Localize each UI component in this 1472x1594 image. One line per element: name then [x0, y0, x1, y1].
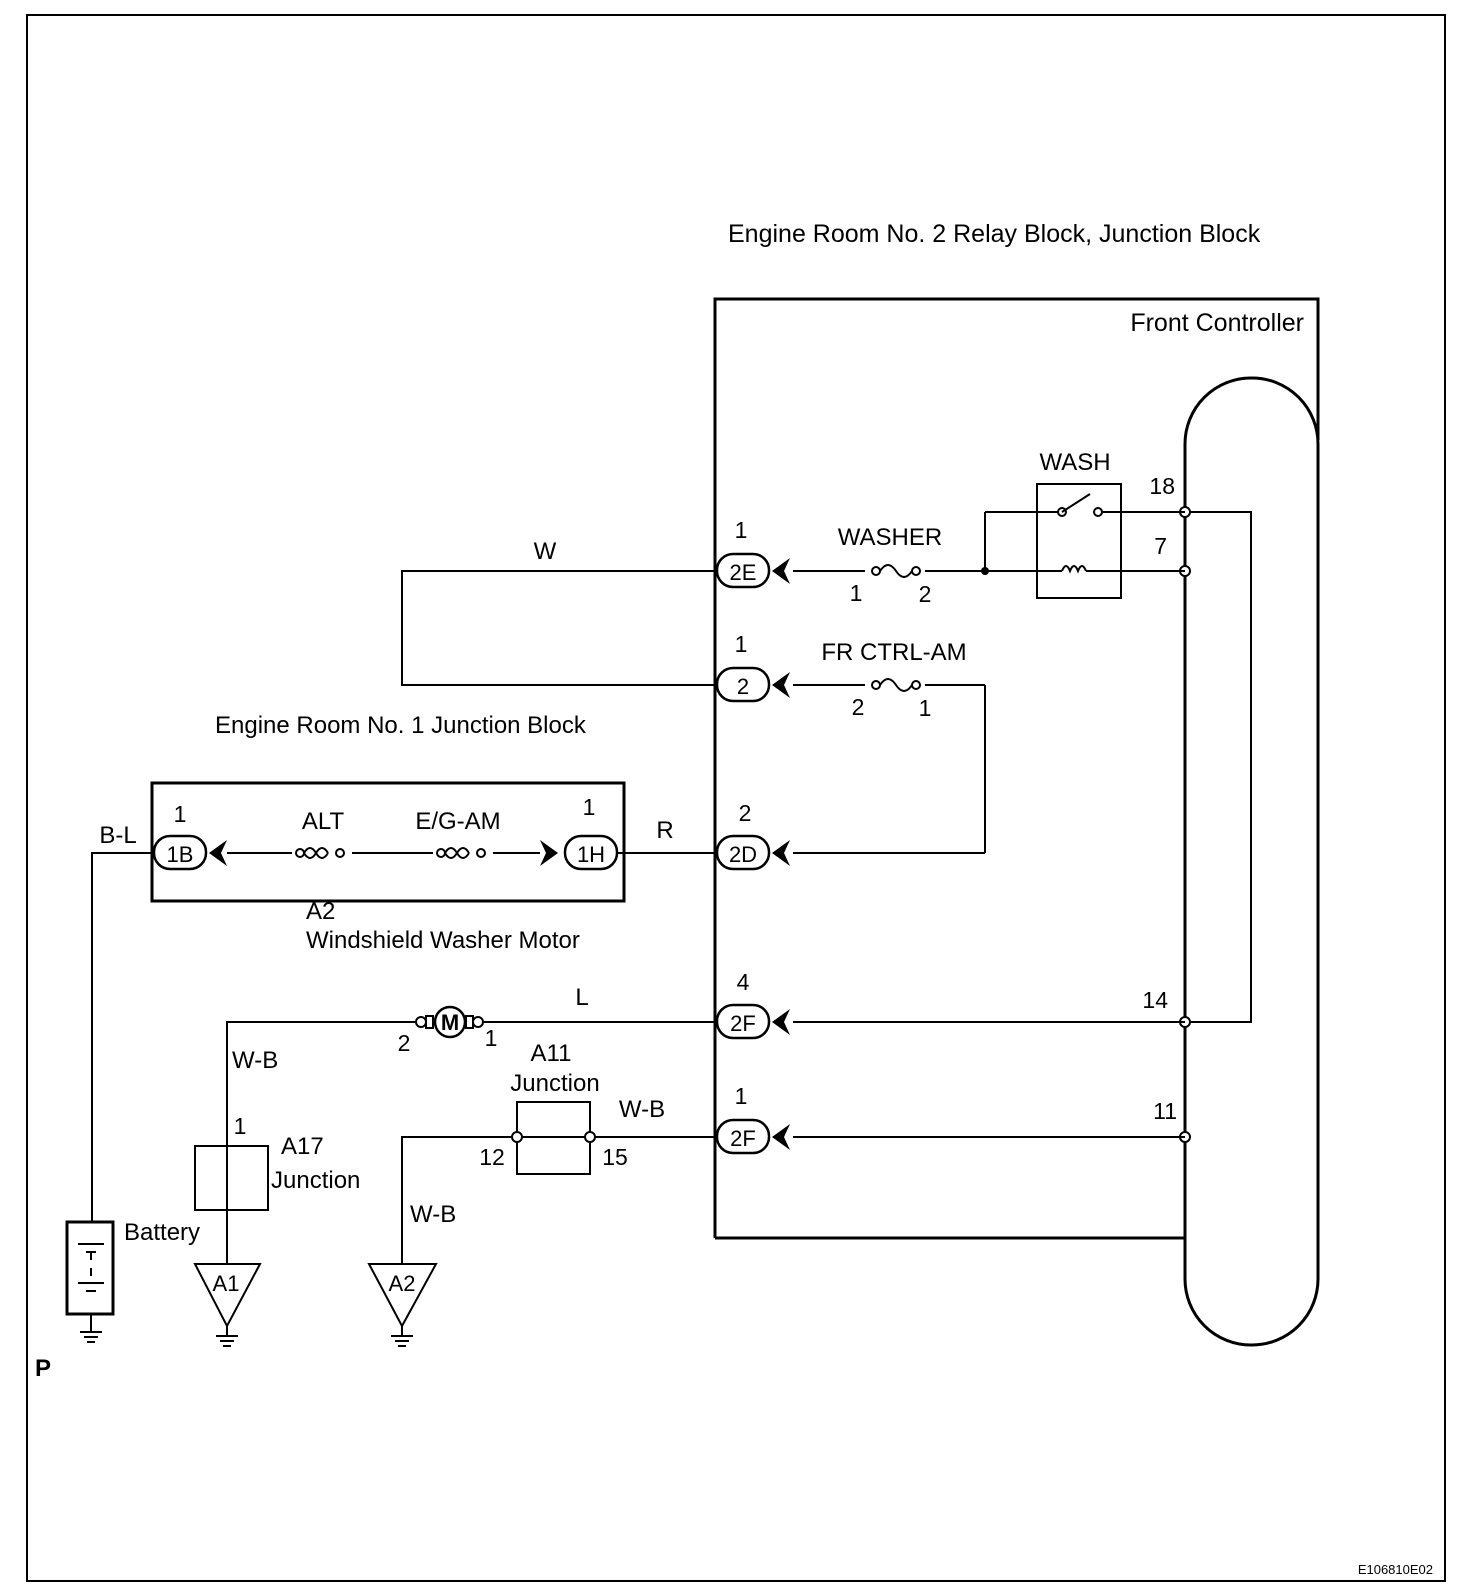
relay-switch-blade: [1061, 493, 1091, 513]
pin-7-label: 7: [1154, 533, 1167, 559]
connector-2f-a-label: 2F: [730, 1011, 756, 1036]
a11-pin-15: 15: [602, 1144, 628, 1170]
washer-fuse-icon: [879, 564, 913, 578]
a11-pin-12: 12: [479, 1144, 505, 1170]
washer-motor-code: A2: [306, 898, 335, 925]
connector-1h: 1H: [540, 834, 619, 871]
engine-room-1-box: [150, 781, 626, 903]
a17-pin: 1: [234, 1113, 247, 1139]
page-marker: P: [35, 1355, 51, 1382]
wire-wb-ground-label: W-B: [410, 1201, 456, 1228]
a17-code: A17: [281, 1133, 324, 1160]
egam-fuse-label: E/G-AM: [415, 808, 500, 835]
egam-fuse-icon: [444, 847, 470, 859]
connector-2-label: 2: [737, 674, 749, 699]
connector-2d-pin: 2: [739, 800, 752, 826]
controller-loop-18-14: [1185, 511, 1252, 1023]
connector-1b: 1B: [152, 834, 227, 871]
egam-fuse-term-left: [436, 848, 446, 858]
connector-2e: 2E: [715, 552, 790, 589]
washer-motor-label: Windshield Washer Motor: [306, 927, 580, 954]
frctrl-fuse-pin-1: 1: [919, 695, 932, 721]
a11-code: A11: [531, 1040, 572, 1067]
frctrl-fuse-term-1: [911, 680, 921, 690]
egam-fuse-term-right: [476, 848, 486, 858]
alt-fuse-label: ALT: [302, 808, 345, 835]
wire-bl-label: B-L: [99, 822, 136, 849]
engine-room-2-label: Engine Room No. 2 Relay Block, Junction …: [728, 220, 1261, 248]
connector-2f-b-label: 2F: [730, 1126, 756, 1151]
motor-pin-1: 1: [485, 1025, 498, 1051]
wire-l-label: L: [575, 984, 588, 1011]
junction-dot: [981, 567, 989, 575]
w-wire: [401, 570, 717, 686]
washer-fuse-pin-2: 2: [919, 581, 932, 607]
battery-label: Battery: [124, 1219, 200, 1246]
connector-2d: 2D: [715, 834, 790, 871]
a17-name: Junction: [271, 1167, 360, 1194]
a11-pin-15-terminal: [584, 1131, 596, 1143]
pin-18-label: 18: [1149, 473, 1175, 499]
a11-name: Junction: [510, 1070, 599, 1097]
motor-pin-2: 2: [398, 1030, 411, 1056]
frctrl-fuse-icon: [879, 678, 913, 692]
ground-a2-label: A2: [389, 1271, 416, 1296]
relay-contact-right: [1093, 507, 1103, 517]
wire-wb-a11-label: W-B: [619, 1096, 665, 1123]
relay-coil: [1061, 565, 1087, 574]
motor-icon: [415, 1005, 484, 1039]
connector-2: 2: [715, 666, 790, 703]
connector-2d-label: 2D: [729, 842, 757, 867]
frctrl-fuse-pin-2: 2: [852, 694, 865, 720]
connector-2e-label: 2E: [730, 560, 757, 585]
engine-room-2-box: [713, 297, 1320, 1238]
connector-1h-label: 1H: [577, 842, 605, 867]
washer-fuse-pin-1: 1: [850, 580, 863, 606]
bl-wire: [91, 852, 154, 1222]
washer-fuse-term-1: [871, 566, 881, 576]
connector-2f-b-pin: 1: [735, 1083, 748, 1109]
wb-motor-wire: [226, 1021, 416, 1146]
engine-room-1-label: Engine Room No. 1 Junction Block: [215, 712, 587, 739]
connector-2-pin: 1: [735, 631, 748, 657]
alt-fuse-term-right: [335, 848, 345, 858]
connector-2e-pin: 1: [735, 517, 748, 543]
wash-relay-label: WASH: [1039, 449, 1110, 476]
figure-frame: [26, 14, 1446, 1582]
front-controller-label: Front Controller: [1130, 309, 1304, 337]
alt-fuse-icon: [303, 847, 329, 859]
wb-ground-wire: [401, 1136, 512, 1264]
ground-a1-icon: [193, 1263, 262, 1347]
wire-wb-motor-label: W-B: [232, 1047, 278, 1074]
ground-a1-label: A1: [213, 1271, 240, 1296]
connector-2f-a: 2F: [715, 1003, 790, 1040]
battery-symbol: [78, 1243, 104, 1292]
connector-1b-label: 1B: [167, 842, 194, 867]
a11-pin-12-terminal: [511, 1131, 523, 1143]
wash-relay-box: [1036, 483, 1122, 599]
connector-2f-b: 2F: [715, 1118, 790, 1155]
alt-fuse-term-left: [295, 848, 305, 858]
frctrl-fuse-term-2: [871, 680, 881, 690]
figure-id: E106810E02: [1358, 1562, 1433, 1577]
battery-ground-icon: [80, 1331, 102, 1343]
connector-2f-a-pin: 4: [737, 969, 750, 995]
ground-a2-icon: [367, 1263, 438, 1347]
motor-label: M: [441, 1010, 459, 1035]
pin-11-label: 11: [1153, 1098, 1177, 1124]
a17-junction-box: [194, 1145, 269, 1211]
washer-fuse-label: WASHER: [838, 524, 942, 551]
wire-w-label: W: [534, 538, 557, 565]
frctrl-fuse-label: FR CTRL-AM: [821, 639, 966, 666]
connector-1b-pin: 1: [174, 801, 187, 827]
wire-r-label: R: [656, 817, 673, 844]
connector-1h-pin: 1: [583, 794, 596, 820]
washer-fuse-term-2: [911, 566, 921, 576]
pin-14-label: 14: [1142, 987, 1168, 1013]
